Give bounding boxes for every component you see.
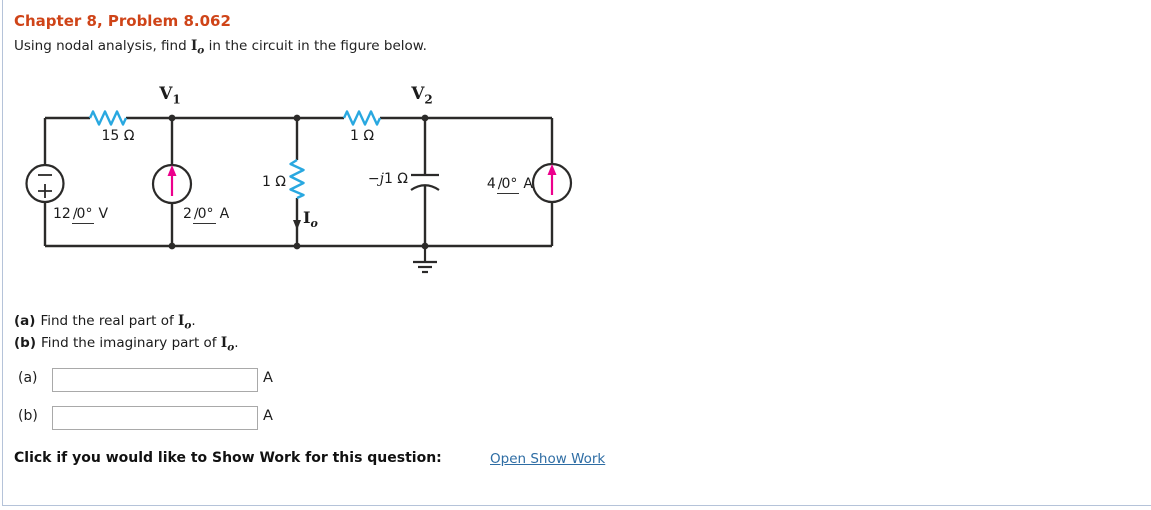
resistor-1ohm-vertical-label: 1 Ω — [261, 174, 286, 190]
node-dots — [168, 114, 429, 250]
resistors — [88, 110, 382, 200]
output-current-label: Io — [303, 208, 318, 231]
voltage-source-label: 120°V — [53, 206, 108, 224]
left-source-arrow-head — [167, 165, 177, 176]
node-bottom-2-dot — [293, 242, 301, 250]
io-symbol: Io — [178, 313, 192, 332]
ground-symbol — [413, 246, 437, 274]
answer-a-unit: A — [263, 370, 273, 386]
resistor-15ohm-zigzag — [88, 110, 128, 126]
angle-notation: 0° — [496, 177, 520, 194]
io-symbol: Io — [220, 335, 235, 354]
node-mid-top-dot — [293, 114, 301, 122]
capacitor-plate-bottom — [410, 184, 440, 191]
circuit-figure: V1 V2 15 Ω 1 Ω 1 Ω −j1 Ω Io 120°V 20°A 4… — [0, 70, 610, 290]
current-source-arrows — [167, 164, 557, 196]
problem-title: Chapter 8, Problem 8.062 — [14, 12, 231, 30]
problem-statement: Using nodal analysis, find Io in the cir… — [14, 38, 427, 57]
open-show-work-link[interactable]: Open Show Work — [490, 451, 606, 467]
page-bottom-border — [2, 505, 1151, 506]
node-v2-label: V2 — [411, 84, 433, 107]
capacitor-label: −j1 Ω — [367, 171, 408, 187]
statement-text-before: Using nodal analysis, find — [14, 38, 191, 54]
node-v1-dot — [168, 114, 176, 122]
right-source-arrow-head — [547, 164, 557, 175]
node-v1-label: V1 — [159, 84, 181, 107]
current-source-left-label: 20°A — [183, 206, 229, 224]
node-v2-dot — [421, 114, 429, 122]
circuit-diagram — [25, 110, 573, 274]
io-arrow-head — [293, 220, 301, 230]
answer-a-input[interactable] — [52, 368, 258, 392]
question-b-text: (b)Find the imaginary part of Io. — [14, 335, 239, 354]
angle-notation: 0° — [71, 207, 95, 224]
answer-b-label: (b) — [18, 408, 38, 424]
resistor-15ohm-label: 15 Ω — [101, 128, 135, 144]
resistor-1ohm-top-label: 1 Ω — [349, 128, 375, 144]
statement-text-after: in the circuit in the figure below. — [204, 38, 427, 54]
resistor-1ohm-vertical-zigzag — [289, 158, 305, 200]
resistor-1ohm-top-zigzag — [342, 110, 382, 126]
voltage-source-circle — [25, 163, 65, 204]
answer-a-label: (a) — [18, 370, 38, 386]
show-work-prompt: Click if you would like to Show Work for… — [14, 450, 442, 466]
answer-b-unit: A — [263, 408, 273, 424]
capacitor-symbol — [410, 173, 440, 191]
plus-sign — [38, 184, 52, 198]
angle-notation: 0° — [192, 207, 216, 224]
node-bottom-3-dot — [421, 242, 429, 250]
io-symbol: Io — [190, 38, 205, 57]
voltage-source-polarity — [38, 174, 52, 198]
answer-b-input[interactable] — [52, 406, 258, 430]
node-bottom-1-dot — [168, 242, 176, 250]
question-a-text: (a)Find the real part of Io. — [14, 313, 196, 332]
current-source-right-label: 40°A — [458, 176, 533, 194]
page-left-border — [2, 0, 3, 506]
